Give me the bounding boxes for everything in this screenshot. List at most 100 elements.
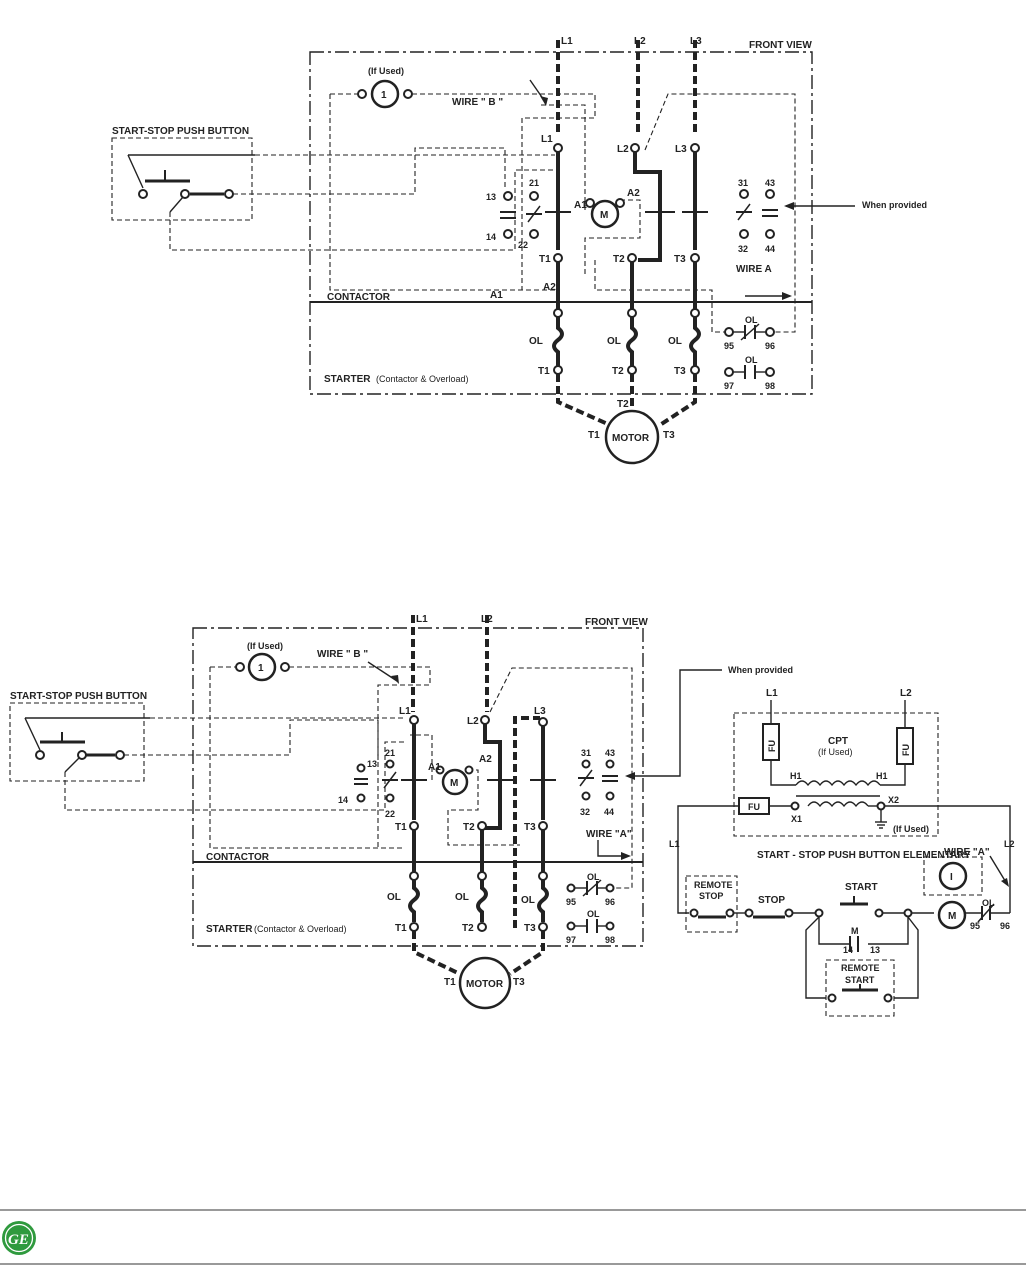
svg-text:OL: OL [587, 872, 600, 882]
svg-text:A2: A2 [479, 754, 492, 765]
svg-text:(Contactor & Overload): (Contactor & Overload) [254, 924, 347, 934]
svg-text:95: 95 [970, 921, 980, 931]
svg-text:95: 95 [566, 897, 576, 907]
svg-text:OL: OL [455, 892, 469, 903]
svg-text:L3: L3 [534, 706, 546, 717]
wire-b-label-1: WIRE " B " [452, 97, 503, 108]
svg-text:44: 44 [604, 807, 614, 817]
svg-text:13: 13 [367, 759, 377, 769]
svg-text:T3: T3 [524, 923, 536, 934]
when-provided-label-1: When provided [862, 200, 927, 210]
svg-text:T3: T3 [524, 822, 536, 833]
svg-text:OL: OL [521, 895, 535, 906]
svg-text:98: 98 [765, 381, 775, 391]
svg-text:L1: L1 [766, 688, 778, 699]
svg-text:A1: A1 [490, 290, 503, 301]
front-view-label-2: FRONT VIEW [585, 617, 648, 628]
svg-text:L1: L1 [669, 839, 680, 849]
svg-text:L2: L2 [900, 688, 912, 699]
svg-text:96: 96 [1000, 921, 1010, 931]
coil-icon-elementary [937, 900, 967, 930]
svg-text:L2: L2 [1004, 839, 1015, 849]
pilot-light-icon-elementary [938, 861, 968, 891]
svg-text:T2: T2 [462, 923, 474, 934]
contactor-label-1: CONTACTOR [327, 292, 391, 303]
push-button-station-2 [9, 702, 145, 782]
transformer-secondary-icon [807, 801, 869, 808]
pilot-light-label: 1 [381, 90, 387, 101]
svg-text:95: 95 [724, 341, 734, 351]
elementary-title: START - STOP PUSH BUTTON ELEMENTARY [757, 850, 971, 861]
svg-text:T1: T1 [538, 366, 550, 377]
svg-text:22: 22 [518, 240, 528, 250]
svg-text:H1: H1 [876, 771, 888, 781]
svg-text:L2: L2 [617, 144, 629, 155]
cpt-box [733, 712, 939, 837]
svg-text:32: 32 [580, 807, 590, 817]
elementary-diagram: L1 L2 FU FU CPT (If Used) H1 H1 FU X1 X2… [669, 688, 1015, 1017]
svg-text:98: 98 [605, 935, 615, 945]
when-provided-label-2: When provided [728, 665, 793, 675]
svg-text:I: I [950, 872, 953, 883]
svg-text:T2: T2 [612, 366, 624, 377]
svg-text:T3: T3 [513, 977, 525, 988]
svg-text:FU: FU [748, 802, 760, 812]
svg-text:1: 1 [258, 663, 264, 674]
svg-text:14: 14 [486, 232, 496, 242]
svg-text:T3: T3 [674, 366, 686, 377]
svg-text:22: 22 [385, 809, 395, 819]
svg-text:14: 14 [338, 795, 348, 805]
svg-text:M: M [600, 210, 608, 221]
svg-text:FU: FU [767, 740, 777, 752]
svg-text:H1: H1 [790, 771, 802, 781]
svg-text:(If Used): (If Used) [247, 641, 283, 651]
motor-icon-1 [604, 409, 660, 465]
svg-text:X1: X1 [791, 814, 802, 824]
svg-text:STOP: STOP [699, 891, 723, 901]
svg-text:OL: OL [529, 336, 543, 347]
svg-text:REMOTE: REMOTE [694, 880, 733, 890]
enclosure-1 [309, 51, 813, 395]
line-label-l2: L2 [634, 36, 646, 47]
remote-start-box [825, 959, 895, 1017]
svg-text:T3: T3 [663, 430, 675, 441]
enclosure-2 [192, 627, 644, 947]
pilot-light-icon-2 [247, 652, 277, 682]
svg-text:13: 13 [486, 192, 496, 202]
svg-text:13: 13 [870, 945, 880, 955]
svg-text:START: START [845, 975, 875, 985]
motor-icon-2 [458, 956, 512, 1010]
svg-text:T1: T1 [395, 923, 407, 934]
push-button-station-1 [111, 137, 253, 221]
svg-text:43: 43 [765, 178, 775, 188]
wire-a-label-elementary: WIRE "A" [944, 847, 990, 858]
svg-text:OL: OL [607, 336, 621, 347]
svg-text:STOP: STOP [758, 895, 785, 906]
svg-text:96: 96 [605, 897, 615, 907]
if-used-label-1: (If Used) [368, 66, 404, 76]
ge-logo-text: GE [8, 1232, 29, 1248]
svg-text:OL: OL [668, 336, 682, 347]
svg-text:L2: L2 [467, 716, 479, 727]
svg-text:A2: A2 [627, 188, 640, 199]
start-stop-label-2: START-STOP PUSH BUTTON [10, 691, 147, 702]
svg-text:T1: T1 [588, 430, 600, 441]
svg-text:21: 21 [385, 748, 395, 758]
svg-text:44: 44 [765, 244, 775, 254]
wire-b-label-2: WIRE " B " [317, 649, 368, 660]
svg-text:CPT: CPT [828, 736, 848, 747]
svg-text:31: 31 [738, 178, 748, 188]
svg-text:(If Used): (If Used) [893, 824, 929, 834]
motor-label-1: MOTOR [612, 433, 650, 444]
pilot-light-icon [370, 79, 400, 109]
svg-text:M: M [851, 926, 859, 936]
diagram-1: FRONT VIEW L1 L2 L3 (If Used) 1 START-ST… [111, 36, 927, 465]
svg-text:REMOTE: REMOTE [841, 963, 880, 973]
svg-text:T3: T3 [674, 254, 686, 265]
svg-text:43: 43 [605, 748, 615, 758]
svg-text:A1: A1 [574, 200, 587, 211]
start-stop-label-1: START-STOP PUSH BUTTON [112, 126, 249, 137]
svg-text:96: 96 [765, 341, 775, 351]
wire-a-label-1: WIRE A [736, 264, 772, 275]
starter-label-1: STARTER [324, 374, 371, 385]
